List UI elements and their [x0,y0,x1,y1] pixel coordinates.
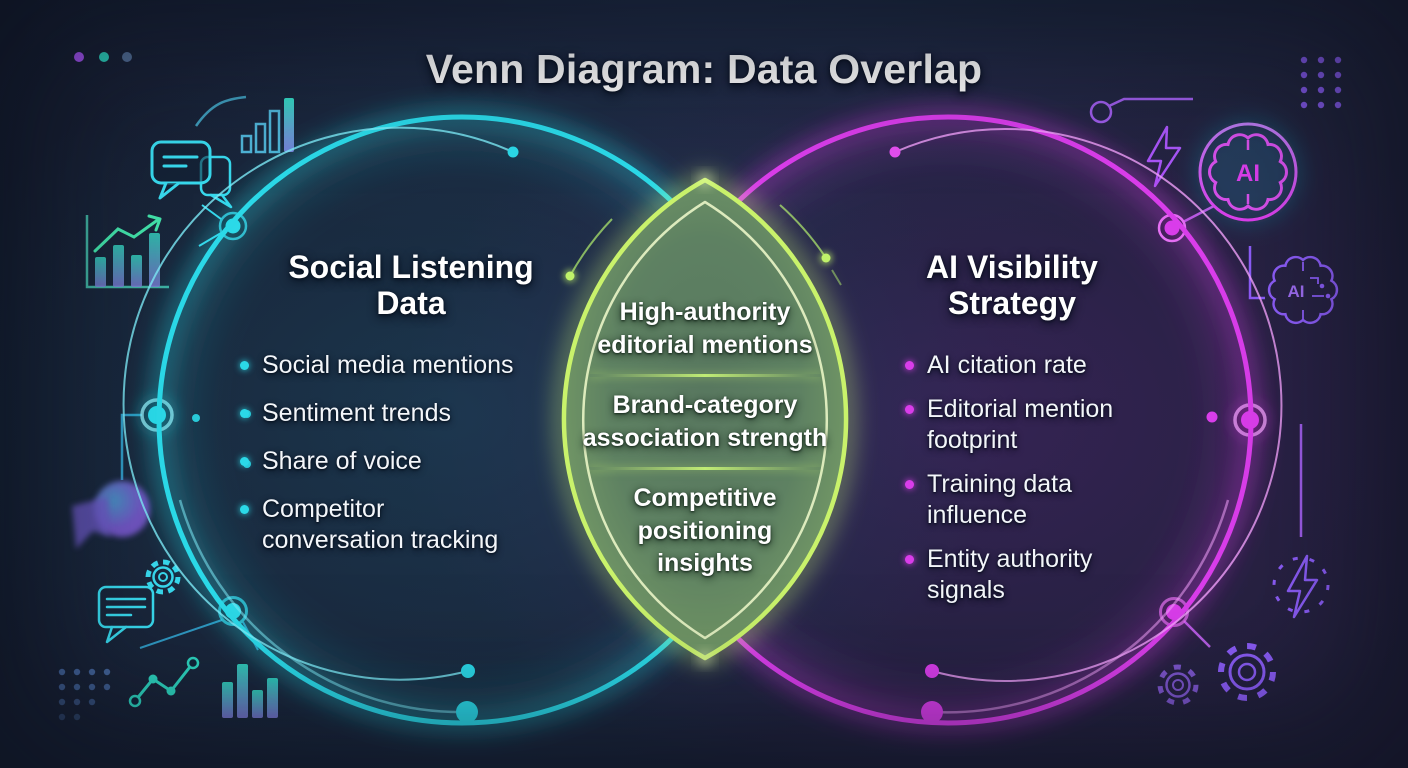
list-item-label: Share of voice [262,447,422,475]
ai-badge-label: AI [1236,160,1260,187]
list-item-label: Entity authority signals [927,545,1093,604]
three-dots-icon [74,52,132,62]
bar-chart-icon [222,664,278,718]
right-set-title: AI Visibility Strategy [926,249,1098,321]
overlap-list: High-authority editorial mentions Brand-… [570,296,840,580]
ai-circuit-brain-icon: AI [1248,246,1339,325]
message-icon [97,585,155,644]
dots-grid-left [58,668,111,721]
list-item: Training data influence [905,469,1145,531]
list-item-label: Social media mentions [262,351,514,379]
dots-grid-right [1300,56,1342,109]
mini-bar-chart-icon [240,98,294,154]
overlap-item: Brand-category association strength [582,391,828,452]
divider [589,467,821,470]
ai-brain-badge-icon: AI [1182,120,1300,224]
list-item: Editorial mention footprint [905,394,1145,456]
ai-chip-label: AI [1288,282,1305,301]
bullet-icon [240,361,249,370]
list-item-label: Competitor conversation tracking [262,495,499,554]
list-item: Competitor conversation tracking [240,494,560,556]
list-item-label: Sentiment trends [262,399,451,427]
swoosh-line [194,95,247,127]
overlap-lens [557,171,853,667]
list-item: Share of voice [240,446,560,477]
left-set-list: Social media mentions Sentiment trends S… [240,350,560,573]
growth-chart-icon [85,214,169,289]
list-item-label: Editorial mention footprint [927,395,1114,454]
chat-bubbles-icon [150,140,233,209]
list-item: Sentiment trends [240,398,560,429]
bullet-icon [240,505,249,514]
list-item: AI citation rate [905,350,1145,381]
gear-icon [145,559,181,595]
list-item-label: AI citation rate [927,351,1087,379]
bullet-icon [905,405,914,414]
list-item-label: Training data influence [927,470,1072,529]
bullet-icon [240,409,249,418]
left-set-title: Social Listening Data [288,249,534,321]
bullet-icon [905,361,914,370]
bullet-icon [240,457,249,466]
list-item: Social media mentions [240,350,560,381]
divider [589,374,821,377]
gears-icon [1157,643,1276,706]
overlap-item: Competitive positioning insights [633,484,777,577]
scatter-line-icon [128,656,200,708]
page-title: Venn Diagram: Data Overlap [425,46,983,92]
lightning-burst-icon [1272,554,1330,619]
top-circuit-line [1089,97,1193,124]
overlap-item: High-authority editorial mentions [597,298,813,359]
list-item: Entity authority signals [905,544,1145,606]
book-icon [72,497,110,549]
right-set-list: AI citation rate Editorial mention footp… [905,350,1145,619]
bullet-icon [905,555,914,564]
lightning-icon [1146,125,1182,188]
bullet-icon [905,480,914,489]
